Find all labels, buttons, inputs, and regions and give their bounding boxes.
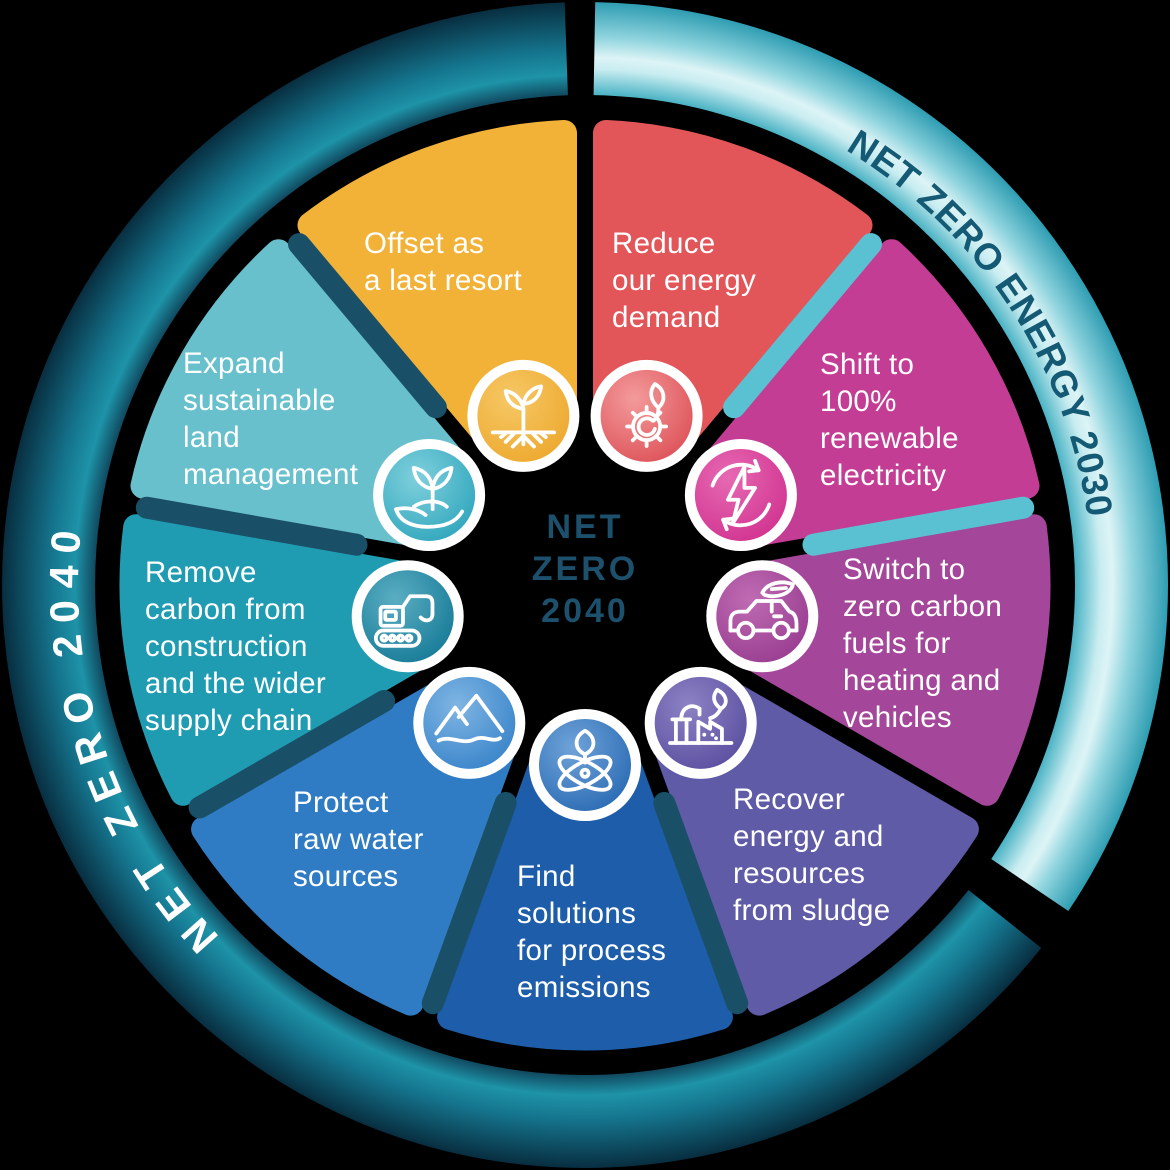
accent-bar — [802, 496, 1035, 556]
excavator-icon — [351, 560, 464, 673]
mountains-river-icon — [413, 666, 526, 779]
atom-leaf-icon — [529, 709, 641, 821]
accent-bar — [188, 690, 396, 819]
gear-leaf-icon — [590, 359, 703, 472]
accent-bar — [135, 496, 368, 556]
accent-bar — [653, 792, 749, 1015]
zero-carbon-car-icon — [706, 560, 819, 673]
hand-seedling-icon — [373, 439, 486, 551]
accent-bar — [421, 792, 517, 1015]
sludge-factory-icon — [644, 666, 757, 779]
accent-bar — [288, 233, 447, 419]
plant-roots-icon — [467, 359, 580, 472]
accent-bar — [723, 233, 882, 419]
ring-arc-1 — [2, 2, 1042, 1168]
ring-arc-0 — [593, 2, 1168, 911]
renewable-lightning-icon — [684, 439, 797, 551]
